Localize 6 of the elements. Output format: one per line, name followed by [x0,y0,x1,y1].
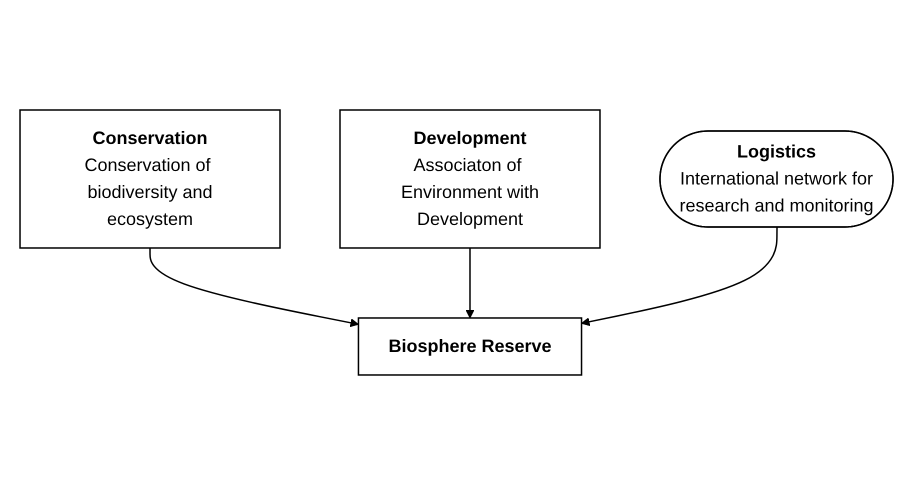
node-box: Conservation Conservation of biodiversity and ecosystem [20,109,282,249]
arrow [466,248,475,318]
arrow [150,248,360,328]
arrow [582,227,778,326]
node-box: Development Associaton of Environment with Development [340,109,602,249]
node-box: Biosphere Reserve [358,317,583,376]
